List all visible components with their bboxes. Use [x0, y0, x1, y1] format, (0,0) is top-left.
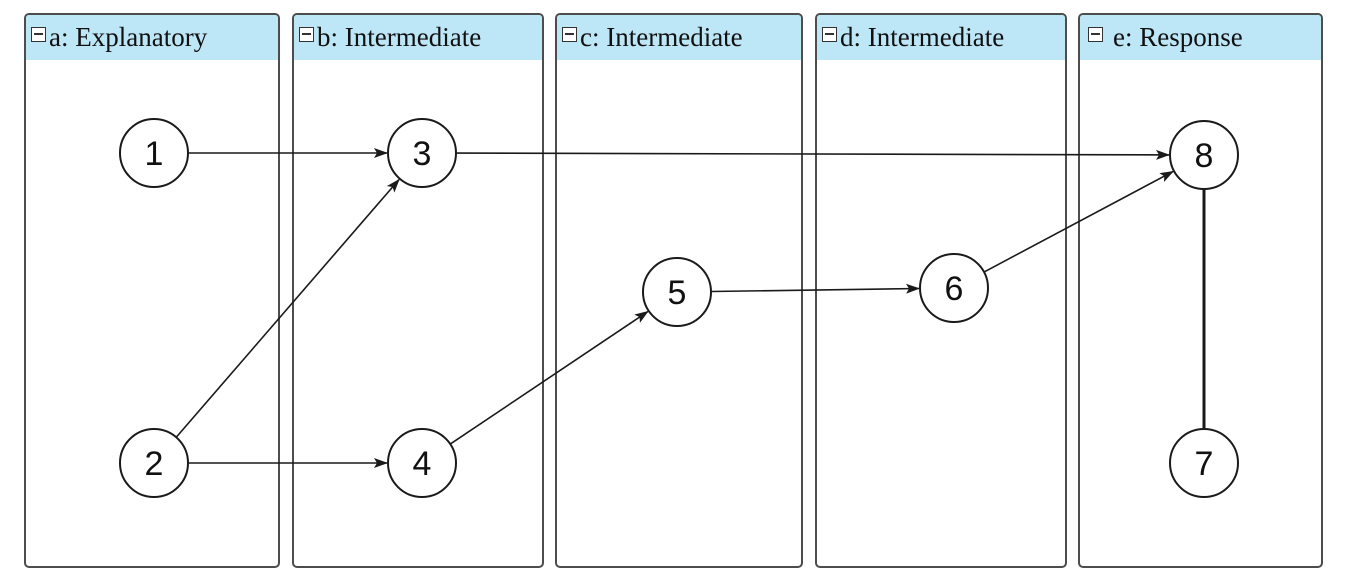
edges-layer: [175, 148, 1206, 468]
node-1[interactable]: 1: [119, 118, 189, 188]
panel-d-title: d: Intermediate: [840, 22, 1005, 52]
collapse-icon[interactable]: [299, 27, 314, 42]
node-6[interactable]: 6: [919, 253, 989, 323]
edge-arrow-2-3: [175, 178, 400, 438]
panel-d-header: d: Intermediate: [817, 15, 1065, 60]
edge-arrow-4-5: [449, 310, 649, 445]
node-7[interactable]: 7: [1169, 428, 1239, 498]
panel-a-header: a: Explanatory: [26, 15, 278, 60]
node-label: 6: [945, 270, 964, 308]
node-5[interactable]: 5: [642, 257, 712, 327]
panel-d: d: Intermediate: [815, 13, 1067, 568]
node-circle[interactable]: [919, 253, 989, 323]
panel-b-header: b: Intermediate: [294, 15, 542, 60]
panel-e-header: e: Response: [1080, 15, 1321, 60]
node-label: 5: [668, 274, 687, 312]
nodes-layer: 1 2 3 4 5 6 7 8: [119, 118, 1239, 498]
node-circle[interactable]: [1169, 120, 1239, 190]
edge-arrow-6-8: [983, 170, 1174, 273]
panel-e-title: e: Response: [1113, 22, 1243, 52]
node-circle[interactable]: [119, 428, 189, 498]
node-8[interactable]: 8: [1169, 120, 1239, 190]
panel-c-header: c: Intermediate: [557, 15, 801, 60]
collapse-icon[interactable]: [31, 27, 46, 42]
collapse-icon[interactable]: [822, 27, 837, 42]
node-circle[interactable]: [387, 118, 457, 188]
node-4[interactable]: 4: [387, 428, 457, 498]
edge-arrow-5-6: [710, 283, 921, 294]
node-circle[interactable]: [387, 428, 457, 498]
node-label: 1: [145, 135, 164, 173]
node-label: 4: [413, 445, 432, 483]
node-label: 7: [1195, 445, 1214, 483]
panel-b-title: b: Intermediate: [317, 22, 482, 52]
collapse-icon[interactable]: [1088, 27, 1103, 42]
node-label: 2: [145, 445, 164, 483]
node-circle[interactable]: [119, 118, 189, 188]
node-label: 3: [413, 135, 432, 173]
panel-a-title: a: Explanatory: [49, 22, 208, 52]
node-circle[interactable]: [642, 257, 712, 327]
node-circle[interactable]: [1169, 428, 1239, 498]
edge-arrow-3-8: [455, 149, 1171, 160]
panel-c-title: c: Intermediate: [580, 22, 743, 52]
node-label: 8: [1195, 137, 1214, 175]
collapse-icon[interactable]: [562, 27, 577, 42]
node-2[interactable]: 2: [119, 428, 189, 498]
node-3[interactable]: 3: [387, 118, 457, 188]
